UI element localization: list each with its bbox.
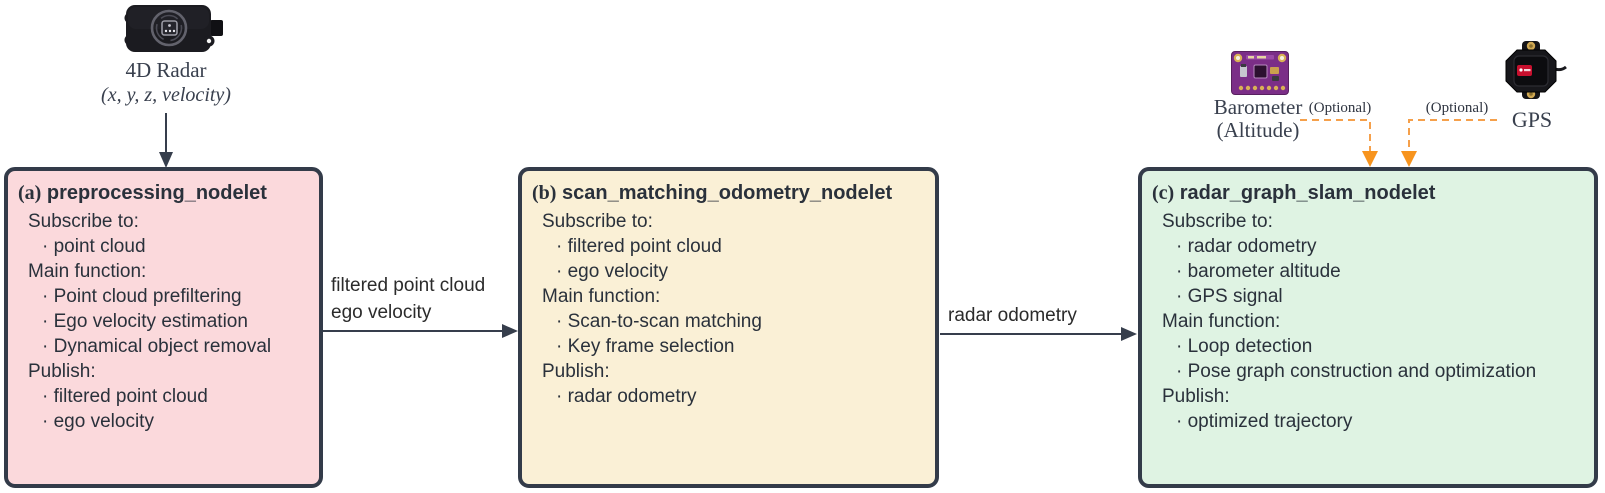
node-scan-matching-odometry: (b) scan_matching_odometry_nodelet Subsc… [518, 167, 939, 488]
list-item: Dynamical object removal [42, 334, 309, 359]
list-item: optimized trajectory [1176, 409, 1584, 434]
scanmatching-to-graphslam-arrow [940, 327, 1137, 341]
gps-optional-connector [1401, 119, 1497, 167]
barometer-pcb-icon [1231, 51, 1289, 95]
section-heading: Main function: [1162, 311, 1281, 332]
node-name-label: preprocessing_nodelet [46, 182, 267, 204]
preprocessing-to-scanmatching-arrow [323, 324, 518, 338]
section-heading: Subscribe to: [542, 211, 653, 232]
list-item: filtered point cloud [42, 384, 309, 409]
list-item: barometer altitude [1176, 259, 1584, 284]
gps-optional-label: (Optional) [1425, 100, 1489, 116]
node-title: (a) preprocessing_nodelet [18, 180, 309, 207]
list-item: radar odometry [556, 384, 925, 409]
list-item: Loop detection [1176, 334, 1584, 359]
gps-receiver-icon [1505, 41, 1567, 99]
list-item: Point cloud prefiltering [42, 284, 309, 309]
barometer-detail-label: (Altitude) [1216, 118, 1300, 142]
node-name-label: scan_matching_odometry_nodelet [562, 182, 893, 204]
node-radar-graph-slam: (c) radar_graph_slam_nodelet Subscribe t… [1138, 167, 1598, 488]
node-preprocessing: (a) preprocessing_nodelet Subscribe to: … [4, 167, 323, 488]
node-index-label: (c) [1152, 182, 1175, 204]
list-item: radar odometry [1176, 234, 1584, 259]
barometer-label: Barometer [1213, 95, 1303, 119]
list-item: Scan-to-scan matching [556, 309, 925, 334]
edge-label-line: ego velocity [331, 302, 432, 323]
section-heading: Main function: [542, 286, 661, 307]
section-heading: Publish: [1162, 386, 1230, 407]
list-item: Ego velocity estimation [42, 309, 309, 334]
list-item: filtered point cloud [556, 234, 925, 259]
node-title: (c) radar_graph_slam_nodelet [1152, 180, 1584, 207]
section-heading: Subscribe to: [1162, 211, 1273, 232]
node-name-label: radar_graph_slam_nodelet [1179, 182, 1436, 204]
edge-label-b-to-c: radar odometry [948, 302, 1077, 329]
section-heading: Publish: [542, 361, 610, 382]
gps-label: GPS [1511, 107, 1553, 132]
node-title: (b) scan_matching_odometry_nodelet [532, 180, 925, 207]
radar-detail-label: (x, y, z, velocity) [101, 84, 231, 106]
section-heading: Main function: [28, 261, 147, 282]
section-heading: Publish: [28, 361, 96, 382]
list-item: ego velocity [556, 259, 925, 284]
edge-label-line: filtered point cloud [331, 275, 486, 296]
list-item: GPS signal [1176, 284, 1584, 309]
list-item: Key frame selection [556, 334, 925, 359]
radar-sensor-icon [124, 5, 223, 52]
list-item: ego velocity [42, 409, 309, 434]
radar-to-preprocessing-arrow [159, 113, 173, 168]
radar-label: 4D Radar [125, 58, 207, 82]
list-item: Pose graph construction and optimization [1176, 359, 1584, 384]
edge-label-line: radar odometry [948, 305, 1077, 326]
node-index-label: (a) [18, 182, 42, 204]
barometer-optional-label: (Optional) [1308, 100, 1372, 116]
node-index-label: (b) [532, 182, 557, 204]
edge-label-a-to-b: filtered point cloud ego velocity [331, 272, 485, 326]
list-item: point cloud [42, 234, 309, 259]
section-heading: Subscribe to: [28, 211, 139, 232]
